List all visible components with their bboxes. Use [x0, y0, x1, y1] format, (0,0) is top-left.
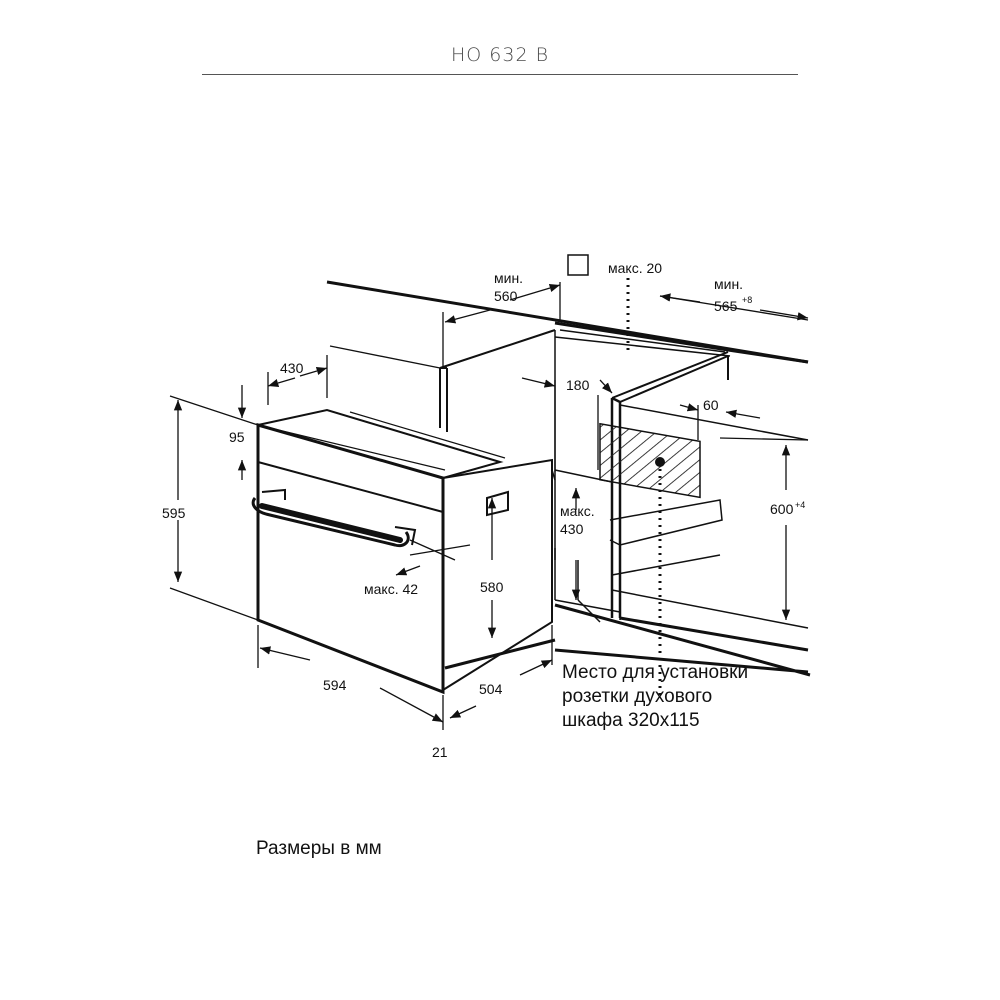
socket-note-line-3: шкафа 320x115: [562, 710, 700, 731]
oven-side-back: [551, 469, 556, 481]
dimension-lines: [169, 282, 809, 730]
dim-600-ext: [719, 437, 809, 441]
dim-565-base: [659, 295, 809, 321]
dim-595-ext: [169, 395, 259, 621]
dim-430-top: [267, 377, 296, 388]
oven: [251, 408, 556, 695]
dim-max42: [395, 565, 421, 576]
dim-594: [259, 646, 311, 661]
countertop-side: [439, 329, 729, 399]
label-430-top: 430: [280, 360, 304, 376]
dim-594-ext: [257, 625, 444, 730]
model-title: HO 632 B: [450, 44, 550, 66]
socket-area-hatched: [599, 422, 701, 499]
label-max430-b: 430: [560, 521, 584, 537]
cabinet-shelf-2: [611, 554, 809, 629]
cutout-edge: [559, 329, 726, 353]
label-580: 580: [480, 579, 504, 595]
cabinet-left-panel: [439, 367, 448, 432]
label-min-565-a: мин.: [714, 276, 743, 292]
cabinet-floor: [554, 469, 621, 613]
oven-front: [256, 423, 445, 695]
dim-60-2: [725, 409, 761, 419]
label-594: 594: [323, 677, 347, 693]
cabinet: [326, 280, 811, 677]
label-max42: макс. 42: [364, 581, 418, 597]
dimension-labels: мин. 560 макс. 20 мин. 565 +8 430 180 60…: [162, 260, 805, 760]
socket-note: Место для установки розетки духового шка…: [562, 662, 748, 731]
label-595: 595: [162, 505, 186, 521]
label-180: 180: [566, 377, 590, 393]
cabinet-bottom-stub: [577, 599, 621, 623]
cabinet-back-top: [619, 404, 809, 441]
label-min-565-sup: +8: [742, 295, 752, 305]
dim-180-2: [599, 379, 613, 394]
label-max-20: макс. 20: [608, 260, 662, 276]
cabinet-left-base: [554, 548, 579, 600]
label-95: 95: [229, 429, 245, 445]
dim-560-ext: [442, 282, 561, 368]
label-504: 504: [479, 681, 503, 697]
label-600: 600: [770, 501, 794, 517]
label-min-560-a: мин.: [494, 270, 523, 286]
oven-handle-bar: [259, 503, 403, 543]
label-60: 60: [703, 397, 719, 413]
title-divider: [202, 74, 798, 75]
dim-60: [679, 403, 699, 412]
oven-side: [442, 458, 553, 691]
oven-top-inner: [269, 411, 506, 471]
oven-handle: [251, 497, 410, 548]
countertop-front-edge: [554, 336, 731, 357]
dim-180: [521, 377, 556, 388]
units-note: Размеры в мм: [256, 838, 382, 859]
dim-504-2: [449, 705, 477, 719]
label-600-sup: +4: [795, 500, 805, 510]
oven-side-bracket: [486, 490, 509, 517]
label-21: 21: [432, 744, 448, 760]
socket-note-line-2: розетки духового: [562, 686, 712, 707]
dim-430-ext: [267, 345, 441, 405]
dim-430-top-2: [299, 366, 328, 377]
oven-handle-support-r: [394, 526, 417, 546]
dim-594-2: [379, 687, 444, 723]
label-min-560-b: 560: [494, 288, 518, 304]
cabinet-right-top: [619, 355, 729, 403]
label-max430-a: макс.: [560, 503, 595, 519]
oven-handle-support-l: [261, 488, 286, 500]
dim-180-ext: [554, 380, 599, 472]
cabinet-shelf: [609, 499, 723, 546]
label-min-565-b: 565: [714, 298, 738, 314]
dim-max42-ext: [409, 539, 471, 561]
oven-top: [257, 408, 504, 479]
dim-504: [519, 659, 553, 676]
socket-note-line-1: Место для установки: [562, 662, 748, 683]
dim-560-line: [509, 284, 561, 301]
max-20-symbol: [567, 254, 589, 276]
countertop-back-edge: [554, 321, 809, 364]
dim-560-line-2: [444, 309, 491, 324]
oven-control-panel: [257, 461, 444, 513]
dim-565-line-2: [759, 309, 809, 321]
